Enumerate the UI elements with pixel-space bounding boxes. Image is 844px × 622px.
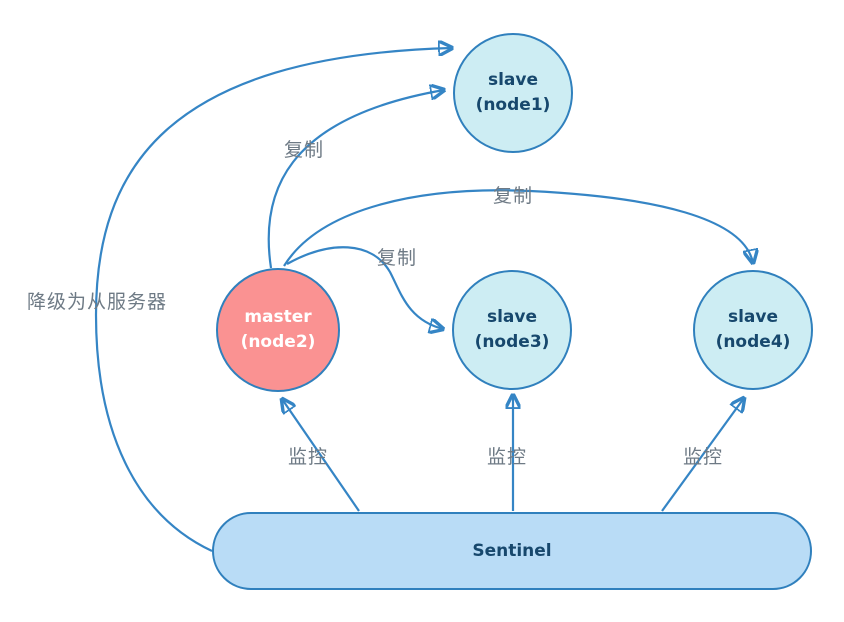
- node-sublabel: (node3): [474, 332, 550, 352]
- edge-label-replicate-node3: 复制: [377, 247, 418, 269]
- node-label: slave: [486, 307, 538, 328]
- edge-label-demote-to-slave: 降级为从服务器: [27, 291, 168, 313]
- edge-label-monitor-master: 监控: [288, 446, 329, 468]
- edge-demote-sentinel-to-node1: [94, 48, 452, 552]
- node-sublabel: (node4): [715, 332, 791, 352]
- edge-monitor-sentinel-to-node4: [661, 398, 744, 512]
- node-slave-node3: slave (node3): [452, 270, 572, 390]
- node-label: slave: [727, 307, 779, 328]
- edge-label-replicate-node1: 复制: [284, 139, 325, 161]
- edge-replicate-master-to-node4: [283, 189, 753, 267]
- edge-replicate-master-to-node3: [286, 246, 443, 329]
- node-sublabel: (node2): [240, 332, 316, 352]
- node-master-node2: master (node2): [216, 268, 340, 392]
- node-slave-node4: slave (node4): [693, 270, 813, 390]
- node-slave-node1: slave (node1): [453, 33, 573, 153]
- node-sentinel: Sentinel: [212, 512, 812, 590]
- node-label: Sentinel: [472, 540, 552, 561]
- node-label: master: [244, 307, 312, 328]
- node-label: slave: [487, 70, 539, 91]
- edge-label-monitor-node4: 监控: [683, 446, 724, 468]
- node-sublabel: (node1): [475, 95, 551, 115]
- edge-replicate-master-to-node1: [267, 90, 444, 269]
- edge-label-replicate-node4: 复制: [493, 185, 534, 207]
- edge-label-monitor-node3: 监控: [487, 446, 528, 468]
- edge-monitor-sentinel-to-master: [282, 399, 360, 512]
